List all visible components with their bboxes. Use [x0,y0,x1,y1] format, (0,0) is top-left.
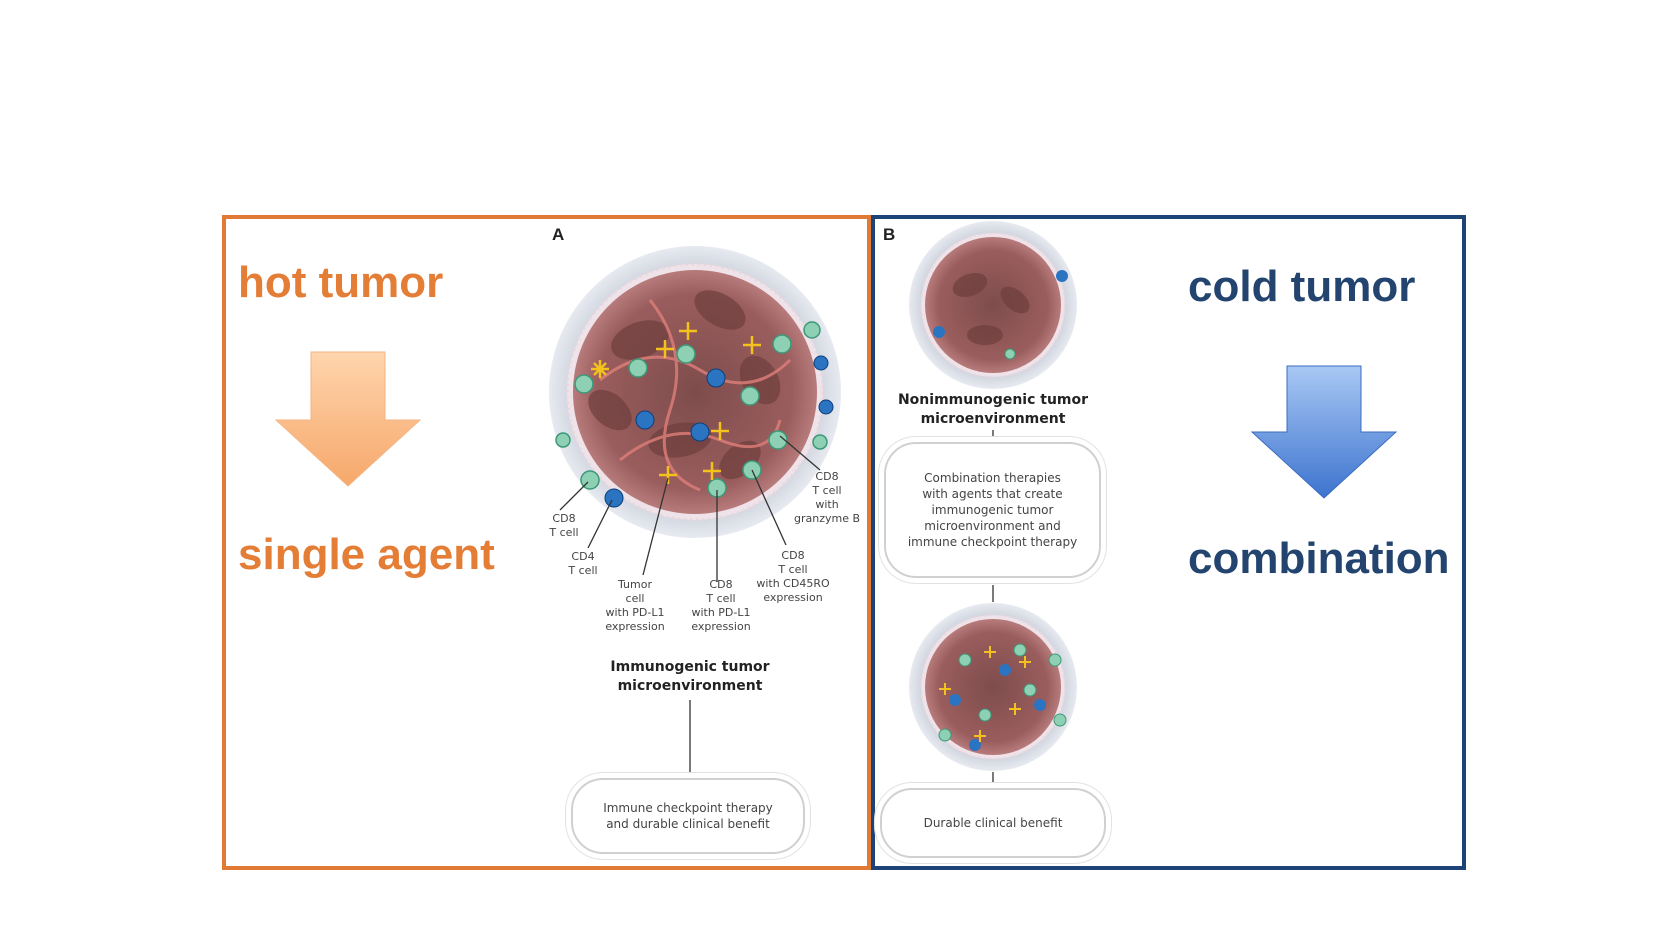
label-cd8-granzyme: CD8 T cell with granzyme B [793,470,861,525]
panel-cold-tumor [871,215,1466,870]
nonimmunogenic-caption: Nonimmunogenic tumor microenvironment [897,392,1089,427]
panel-a-letter: A [552,225,565,244]
down-arrow-blue-icon [1250,365,1398,499]
durable-benefit-box: Durable clinical benefit [880,788,1106,858]
hot-tumor-heading: hot tumor [238,258,444,307]
immunogenic-tumor-illustration [549,246,841,538]
cold-tumor-heading: cold tumor [1188,262,1416,311]
single-agent-heading: single agent [238,530,495,579]
label-cd8-pdl1: CD8 T cell with PD-L1 expression [691,578,751,633]
immune-checkpoint-box: Immune checkpoint therapy and durable cl… [571,778,805,854]
label-cd8-cd45ro: CD8 T cell with CD45RO expression [756,549,830,604]
converted-immunogenic-tumor-illustration [909,603,1077,771]
label-cd4-t-cell: CD4 T cell [568,550,598,577]
label-tumor-cell-pdl1: Tumor cell with PD-L1 expression [605,578,665,633]
immunogenic-caption: Immunogenic tumor microenvironment [610,659,770,694]
panel-hot-tumor [222,215,871,870]
label-cd8-t-cell: CD8 T cell [549,512,579,539]
combination-therapy-box: Combination therapies with agents that c… [884,442,1101,578]
nonimmunogenic-tumor-illustration [909,221,1077,389]
panel-b-letter: B [883,225,896,244]
down-arrow-orange-icon [274,351,422,487]
combination-heading: combination [1188,534,1450,583]
